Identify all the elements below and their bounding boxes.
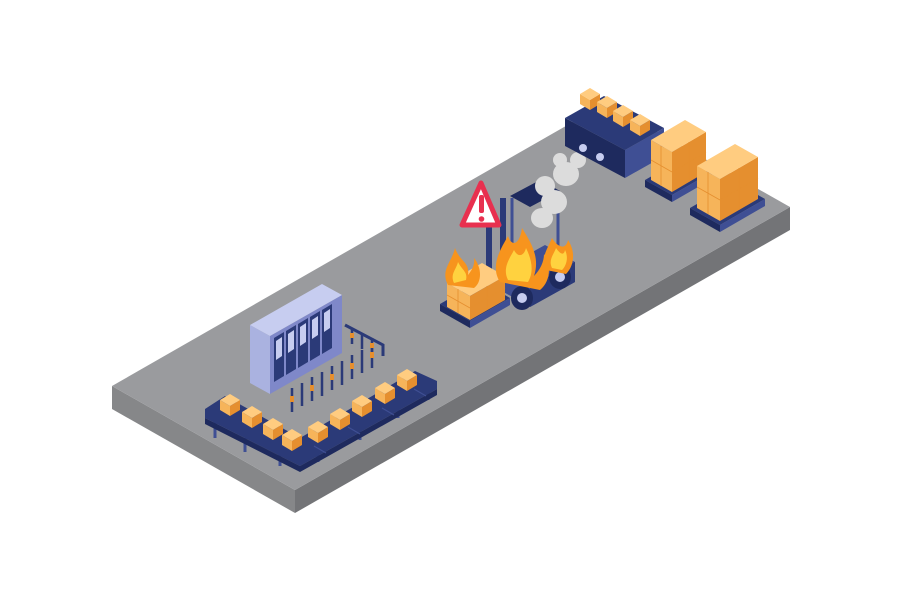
- robotic-arms: [290, 323, 385, 412]
- box: [242, 406, 262, 428]
- box: [375, 382, 395, 404]
- machine-boxes: [580, 88, 650, 136]
- box: [352, 395, 372, 417]
- cabinet-top: [250, 284, 342, 336]
- box-stack-seams: [446, 286, 506, 313]
- packaging-machine: [565, 88, 664, 178]
- cabinet-front: [250, 325, 270, 394]
- box: [282, 429, 302, 451]
- arm-tips: [290, 333, 374, 402]
- box: [308, 421, 328, 443]
- conveyor-belt-edge: [205, 389, 437, 472]
- control-cabinet: [250, 284, 342, 394]
- cabinet-door-panels: [276, 309, 330, 360]
- warning-triangle-icon: [459, 180, 502, 228]
- pallet-stack-front: [690, 144, 765, 232]
- forklift-mast: [486, 198, 506, 283]
- forklift: [440, 152, 586, 328]
- machine-left-face: [565, 118, 625, 178]
- box: [220, 394, 240, 416]
- floor-right-face: [295, 207, 790, 513]
- box: [263, 418, 283, 440]
- arm-rail: [344, 323, 385, 356]
- flames: [445, 228, 574, 290]
- box: [397, 369, 417, 391]
- conveyor-belt: [205, 369, 437, 472]
- floor-left-face: [112, 386, 295, 513]
- smoke: [531, 152, 586, 228]
- conveyor-boxes: [220, 369, 417, 451]
- box: [330, 408, 350, 430]
